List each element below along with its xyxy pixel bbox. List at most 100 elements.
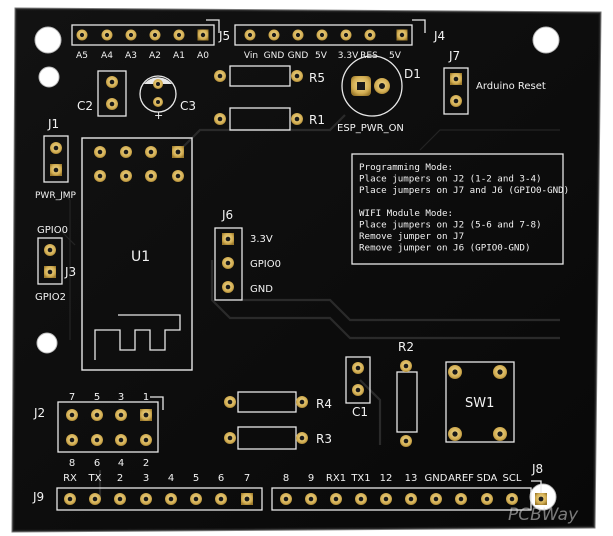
j9-pad-7	[241, 493, 253, 505]
j2-pad-bottom-2	[115, 434, 127, 446]
j8-pad-1	[305, 493, 317, 505]
j8-pad-square	[535, 493, 547, 505]
j8-pad-2	[330, 493, 342, 505]
capacitor-c3: + C3	[139, 75, 196, 122]
j4-pad-5	[364, 29, 376, 41]
sw1-label: SW1	[465, 396, 494, 411]
j8-pin-label-2: RX1	[326, 473, 346, 484]
j2-pad-bottom-1	[91, 434, 103, 446]
j8-pin-label-1: 9	[308, 473, 314, 484]
j8-pin-label-4: 12	[380, 473, 393, 484]
capacitor-c2: C2	[77, 70, 127, 117]
j4-pin-label-6: 5V	[389, 51, 402, 61]
switch-sw1: SW1	[445, 361, 515, 443]
capacitor-c1: C1	[345, 356, 371, 419]
j9-pad-2	[114, 493, 126, 505]
u1-pad-top-1	[120, 146, 132, 158]
j9-pad-6	[215, 493, 227, 505]
note-line-2: Place jumpers on J7 and J6 (GPIO0-GND)	[359, 185, 569, 196]
j9-pad-4	[165, 493, 177, 505]
resistor-r1: R1	[214, 107, 325, 131]
j9-pad-5	[190, 493, 202, 505]
j2-pad-top-0	[66, 409, 78, 421]
j9-pin-label-2: 2	[117, 473, 123, 484]
j8-pin-label-5: 13	[405, 473, 418, 484]
note-line-4: WIFI Module Mode:	[359, 208, 453, 219]
j9-pad-3	[140, 493, 152, 505]
j5-pad-a2	[149, 29, 161, 41]
r2-label: R2	[398, 340, 414, 354]
j7-label: J7	[448, 49, 460, 63]
j4-pad-1	[268, 29, 280, 41]
j1-label: J1	[47, 117, 59, 131]
j6-3v3-label: 3.3V	[250, 234, 273, 245]
j8-pin-label-6: GND	[425, 473, 448, 484]
j2-top-label-3: 1	[143, 392, 149, 403]
gpio0-left-label: GPIO0	[37, 225, 68, 236]
j2-bottom-label-2: 4	[118, 458, 124, 469]
mounting-holes	[34, 26, 560, 511]
u1-pad-bottom-0	[94, 170, 106, 182]
connector-j7: J7 Arduino Reset	[443, 49, 546, 115]
resistor-r5: R5	[214, 65, 325, 87]
r3-label: R3	[316, 432, 332, 446]
j5-pad-a5	[76, 29, 88, 41]
j2-top-label-1: 5	[94, 392, 100, 403]
j8-pin-label-3: TX1	[350, 473, 370, 484]
j4-pin-label-3: 5V	[315, 51, 328, 61]
note-line-0: Programming Mode:	[359, 162, 453, 173]
led-d1: D1 ESP_PWR_ON	[337, 55, 421, 134]
j5-label: J5	[218, 29, 230, 43]
j8-pad-0	[280, 493, 292, 505]
j5-pad-a1	[173, 29, 185, 41]
c1-label: C1	[352, 405, 368, 419]
j2-bottom-label-0: 8	[69, 458, 75, 469]
d1-label: D1	[404, 67, 421, 81]
j2-pad-1	[140, 409, 152, 421]
connector-j6: J6 3.3V GPIO0 GND	[214, 208, 281, 301]
pwr-jmp-label: PWR_JMP	[35, 191, 76, 201]
u1-pad-bottom-3	[172, 170, 184, 182]
gpio2-label: GPIO2	[35, 292, 66, 303]
resistor-r4: R4	[224, 391, 332, 413]
pcbway-watermark: PCBWay	[508, 505, 579, 525]
j6-label: J6	[221, 208, 233, 222]
note-line-7: Remove jumper on J6 (GPIO0-GND)	[359, 243, 530, 254]
j8-pad-7	[455, 493, 467, 505]
module-u1: U1	[81, 137, 193, 371]
j5-pin-label-a5: A5	[76, 51, 88, 61]
j9-pad-1	[89, 493, 101, 505]
j5-pin-label-a0: A0	[197, 51, 209, 61]
r4-label: R4	[316, 397, 332, 411]
j5-pin-label-a1: A1	[173, 51, 185, 61]
j4-pin-label-0: Vin	[244, 51, 258, 61]
pcb-edge	[11, 7, 602, 533]
j8-label: J8	[531, 462, 543, 476]
j2-pad-bottom-3	[140, 434, 152, 446]
j4-pad-6	[396, 29, 408, 41]
j9-pin-label-7: 7	[244, 473, 250, 484]
j9-pin-label-6: 6	[218, 473, 224, 484]
j9-pin-label-5: 5	[193, 473, 199, 484]
j5-pin-label-a3: A3	[125, 51, 137, 61]
u1-pad-top-0	[94, 146, 106, 158]
u1-pad-bottom-2	[145, 170, 157, 182]
r5-label: R5	[309, 71, 325, 85]
j3-label: J3	[64, 265, 76, 279]
arduino-reset-label: Arduino Reset	[476, 81, 546, 92]
u1-pad-bottom-1	[120, 170, 132, 182]
connector-j1: J1 PWR_JMP	[35, 117, 76, 201]
mode-notes: Programming Mode:Place jumpers on J2 (1-…	[351, 153, 569, 265]
r1-label: R1	[309, 113, 325, 127]
j4-label: J4	[433, 29, 445, 43]
note-line-6: Remove jumper on J7	[359, 231, 464, 242]
j5-pin-label-a4: A4	[101, 51, 113, 61]
j2-bottom-label-3: 2	[143, 458, 149, 469]
j9-label: J9	[32, 490, 44, 504]
j4-pad-3	[316, 29, 328, 41]
